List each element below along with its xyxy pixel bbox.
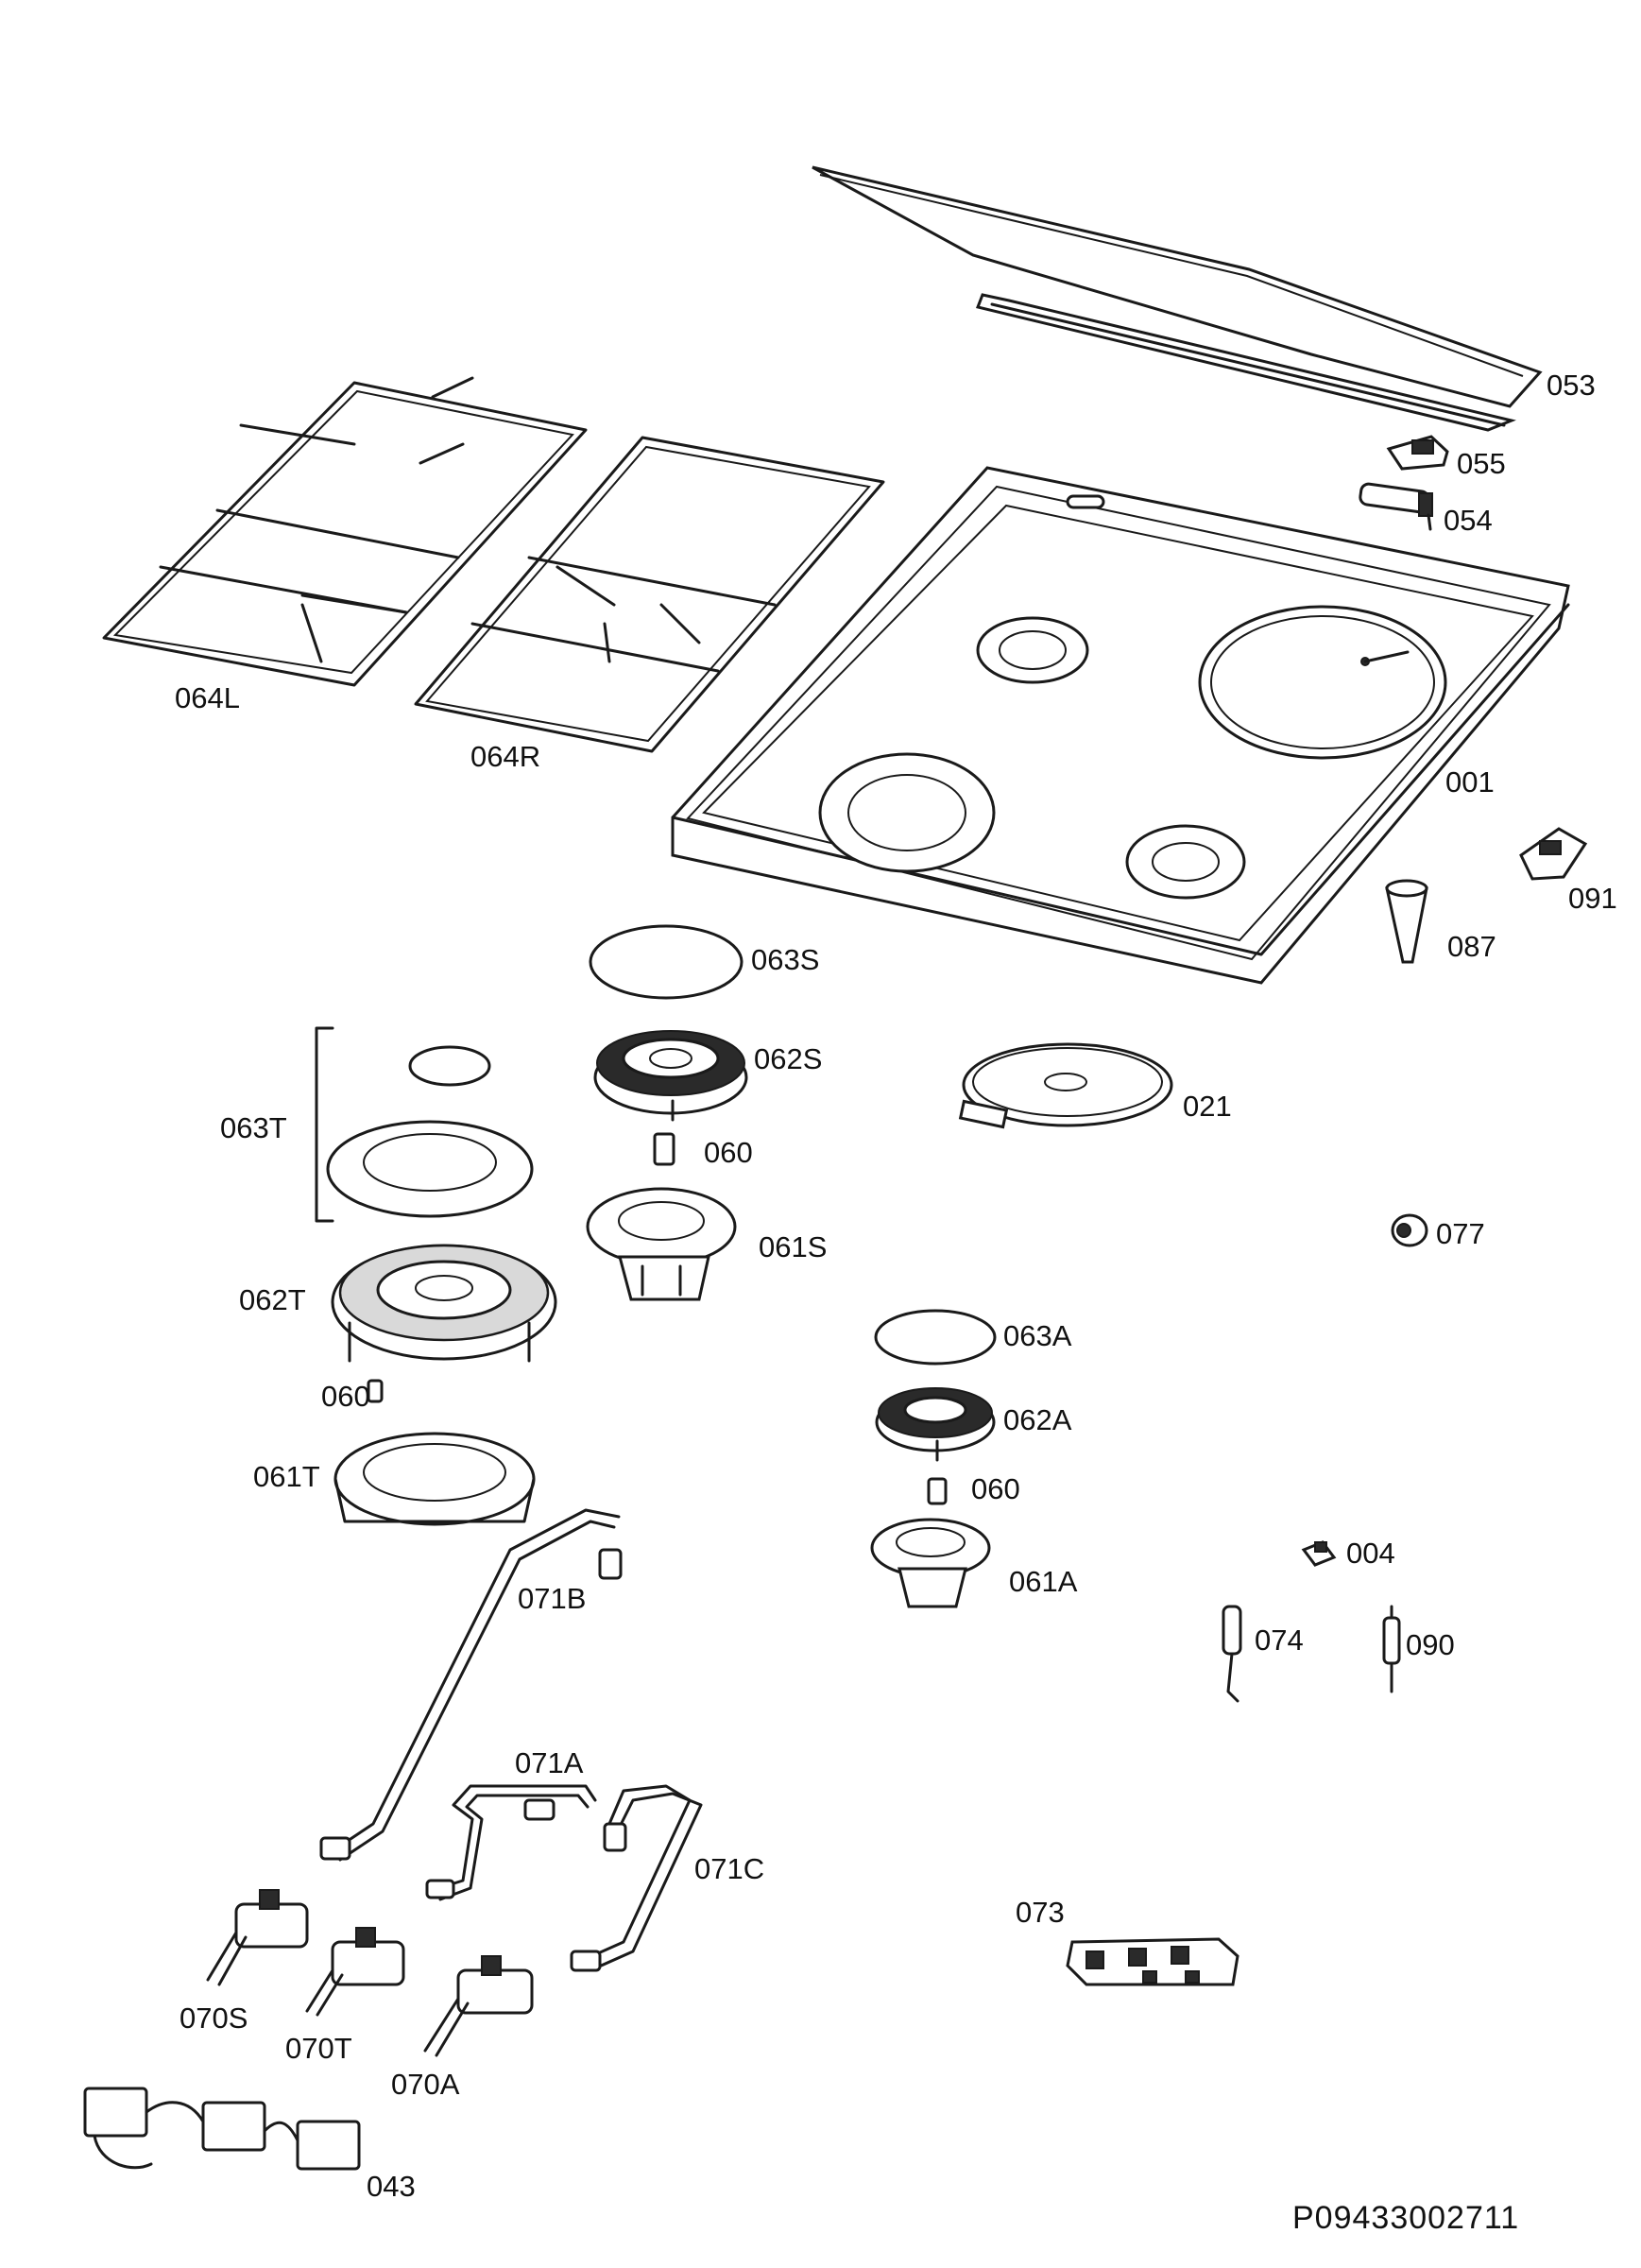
burner-base-s-part: [586, 1187, 737, 1301]
knob-sleeve-part: [1385, 879, 1428, 964]
callout-064l: 064L: [175, 681, 240, 714]
callout-077: 077: [1436, 1217, 1485, 1250]
callout-060-s: 060: [704, 1136, 753, 1169]
callout-060-a: 060: [971, 1472, 1020, 1505]
callout-063t: 063T: [220, 1111, 287, 1144]
callout-043: 043: [367, 2170, 416, 2203]
gas-tap-a-part: [423, 1955, 534, 2057]
callout-074: 074: [1255, 1624, 1304, 1657]
hinge-part: [1386, 435, 1449, 471]
callout-070a: 070A: [391, 2068, 460, 2101]
burner-base-t-part: [333, 1432, 536, 1526]
gas-tap-t-part: [305, 1927, 405, 2017]
burner-crown-a-part: [875, 1387, 996, 1462]
callout-063a: 063A: [1003, 1319, 1072, 1352]
connector-elbow-part: [1391, 1213, 1428, 1247]
pan-support-left-part: [102, 376, 588, 687]
switch-holder-part: [1519, 827, 1588, 881]
callout-004: 004: [1346, 1537, 1395, 1570]
glass-lid-part: [812, 165, 1543, 432]
pan-support-right-part: [414, 436, 885, 753]
callout-070s: 070S: [179, 2002, 248, 2035]
callout-061a: 061A: [1009, 1565, 1078, 1598]
callout-062s: 062S: [754, 1042, 823, 1075]
burner-crown-t-part: [331, 1244, 557, 1363]
bracket-063t: [315, 1026, 334, 1223]
callout-061t: 061T: [253, 1460, 320, 1493]
burner-cap-a-part: [874, 1309, 997, 1366]
callout-087: 087: [1447, 930, 1496, 963]
callout-060-t: 060: [321, 1380, 370, 1413]
hob-top-part: [671, 466, 1570, 985]
callout-071c: 071C: [694, 1852, 765, 1885]
gas-pipe-b-part: [319, 1508, 623, 1862]
callout-021: 021: [1183, 1090, 1232, 1123]
gas-tap-s-part: [206, 1889, 309, 1986]
callout-071a: 071A: [515, 1746, 584, 1779]
hinge-pin-part: [1359, 482, 1433, 531]
callout-001: 001: [1445, 765, 1495, 799]
callout-055: 055: [1457, 447, 1506, 480]
callout-062t: 062T: [239, 1283, 306, 1316]
gas-pipe-c-part: [570, 1784, 703, 1972]
callout-064r: 064R: [470, 740, 541, 773]
hotplate-part: [958, 1042, 1173, 1129]
thermocouple-part: [1222, 1605, 1242, 1703]
ignition-module-part: [1066, 1937, 1239, 1986]
burner-base-a-part: [870, 1518, 991, 1608]
callout-090: 090: [1406, 1628, 1455, 1661]
burner-ring-t-part: [326, 1120, 534, 1218]
burner-cap-t-part: [408, 1045, 491, 1087]
callout-070t: 070T: [285, 2032, 352, 2065]
gas-pipe-a-part: [425, 1784, 597, 1901]
callout-062a: 062A: [1003, 1403, 1072, 1436]
clip-part: [1301, 1540, 1337, 1567]
callout-053: 053: [1547, 369, 1596, 402]
callout-061s: 061S: [759, 1230, 828, 1263]
switch-harness-part: [83, 2087, 361, 2171]
callout-091: 091: [1568, 882, 1617, 915]
callout-063s: 063S: [751, 943, 820, 976]
callout-054: 054: [1444, 504, 1493, 537]
injector-part: [367, 1132, 948, 1505]
ignition-plug-part: [1382, 1605, 1401, 1693]
burner-crown-s-part: [593, 1030, 748, 1122]
document-id: P09433002711: [1292, 2200, 1520, 2236]
burner-cap-s-part: [589, 924, 744, 1000]
callout-073: 073: [1016, 1896, 1065, 1929]
callout-071b: 071B: [518, 1582, 587, 1615]
